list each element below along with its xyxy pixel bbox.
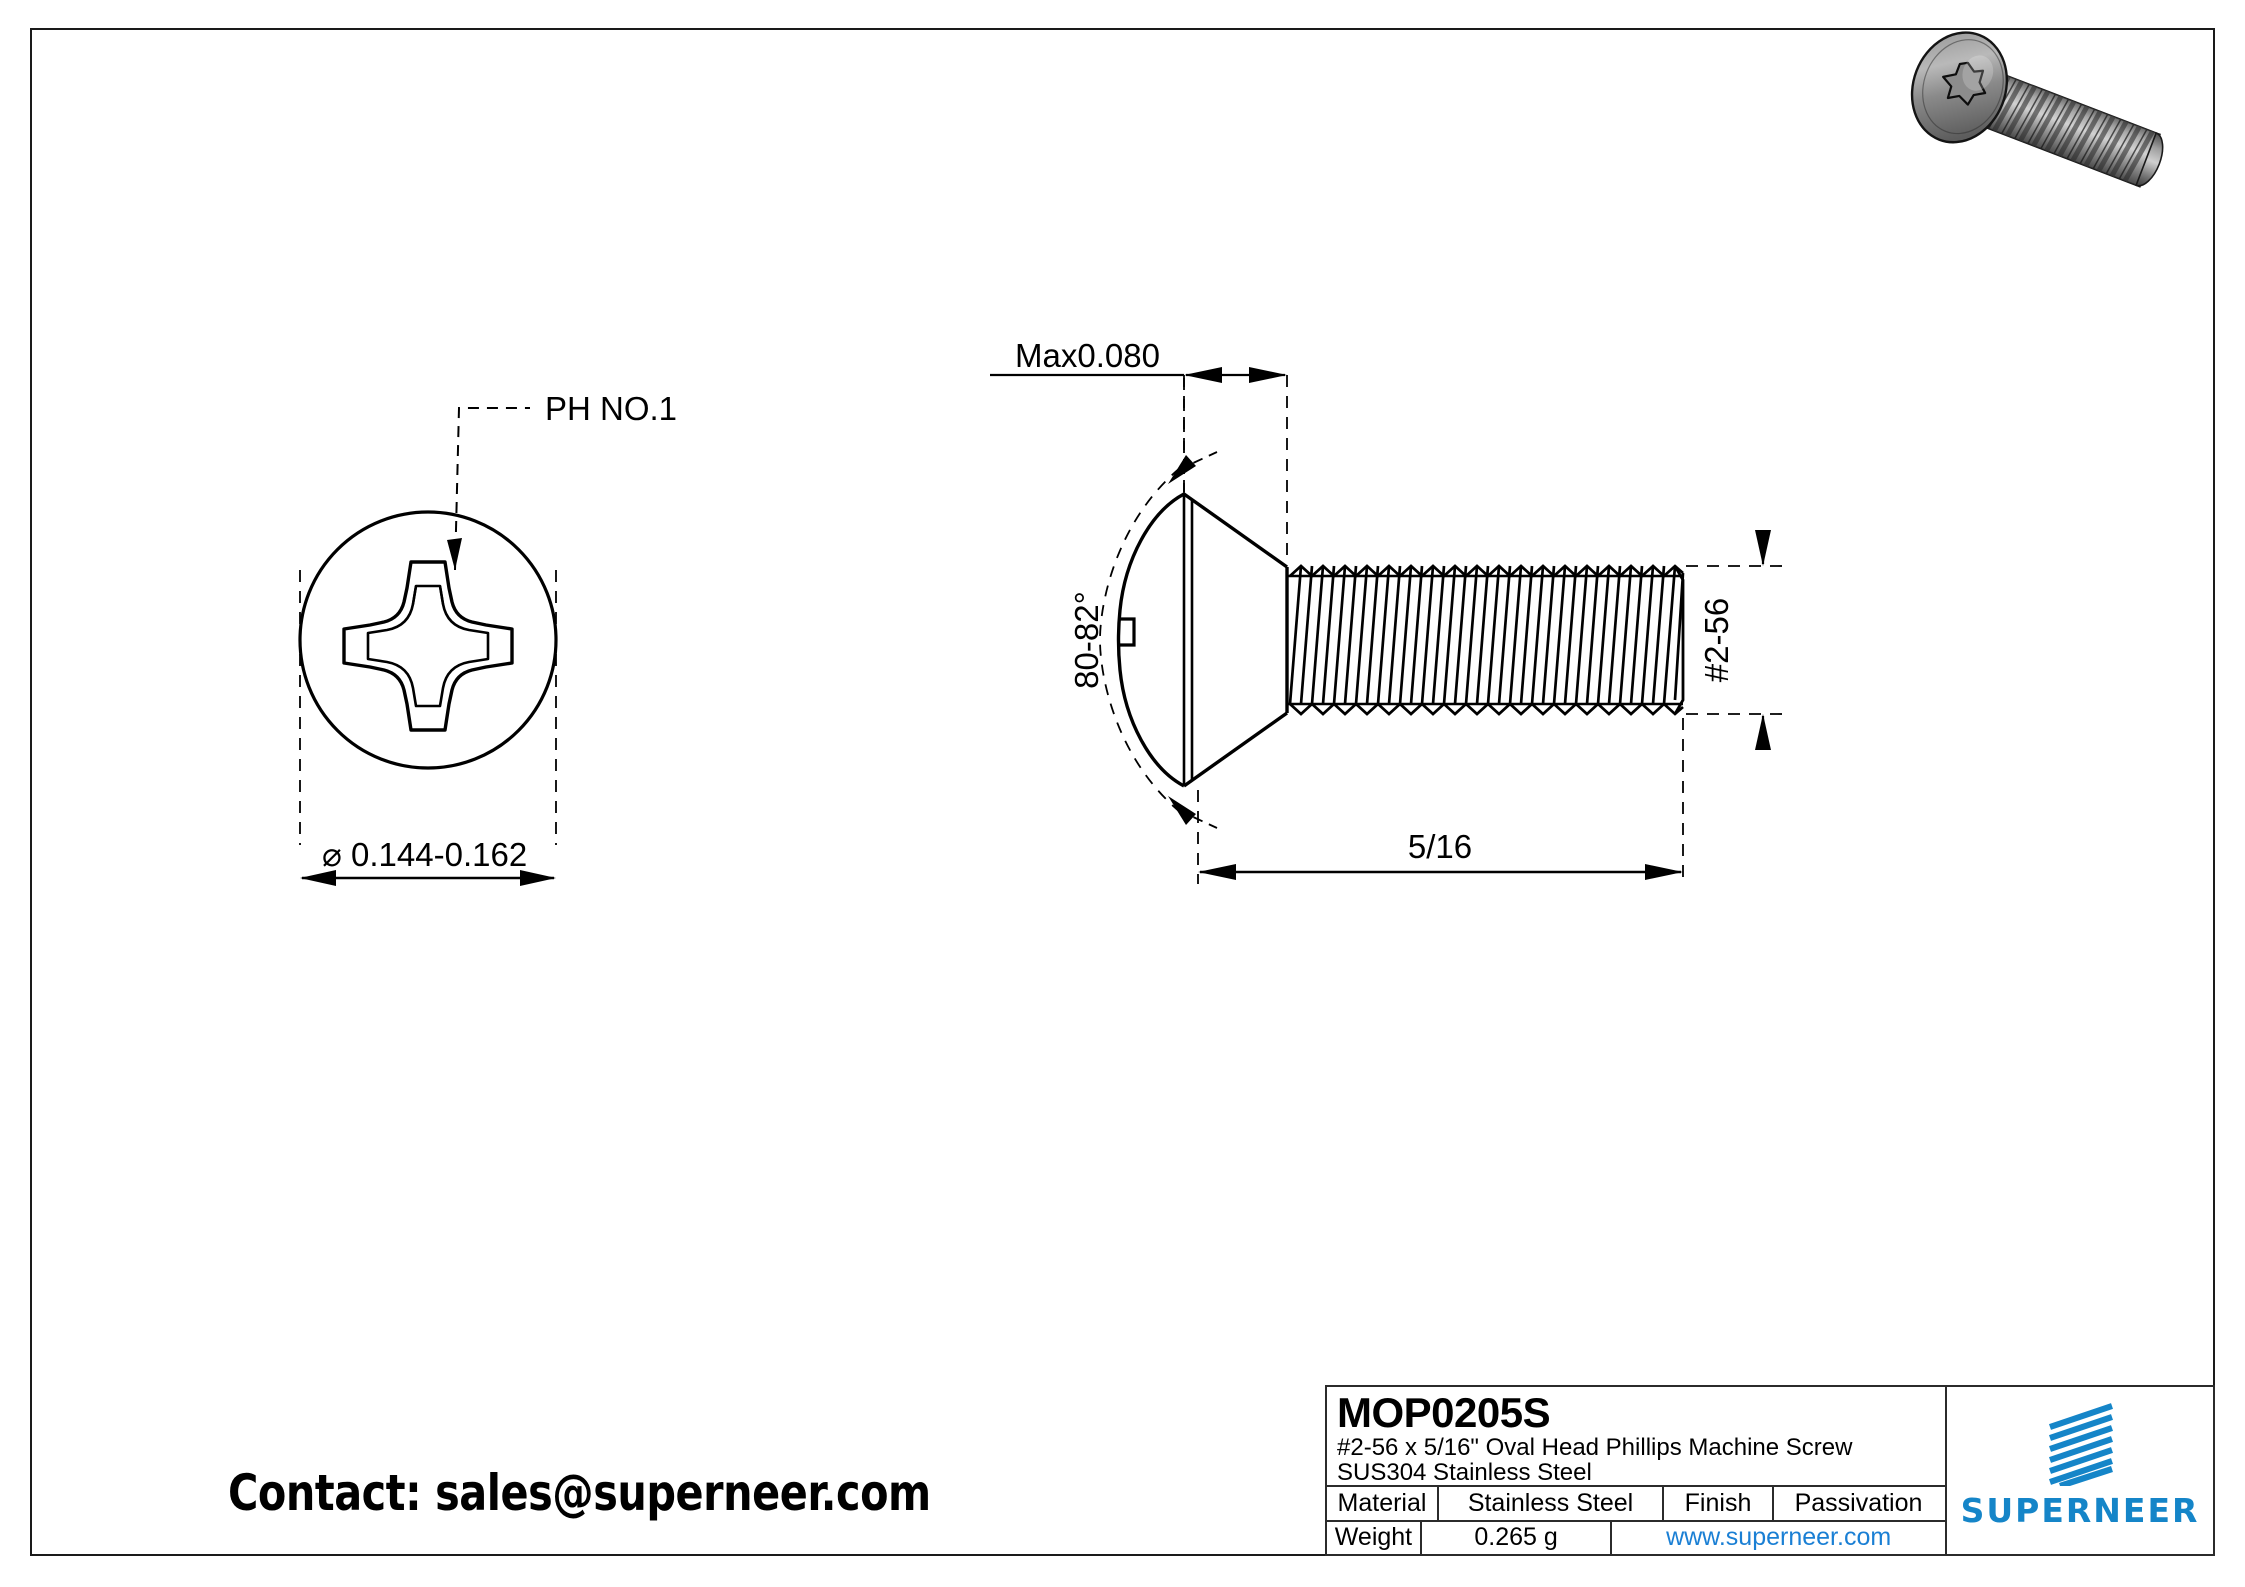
part-description-line-1: #2-56 x 5/16" Oval Head Phillips Machine… (1337, 1434, 1853, 1461)
drawing-frame-border (30, 28, 2215, 1556)
contact-text: Contact: sales@superneer.com (228, 1464, 931, 1522)
title-block: MOP0205S #2-56 x 5/16" Oval Head Phillip… (1325, 1385, 2215, 1556)
screw-3d-render (1910, 31, 2164, 188)
material-label: Material (1327, 1487, 1439, 1520)
material-value: Stainless Steel (1439, 1487, 1664, 1520)
superneer-logo-icon (2049, 1403, 2113, 1486)
website-link[interactable]: www.superneer.com (1666, 1523, 1892, 1552)
finish-label: Finish (1664, 1487, 1774, 1520)
brand-cell: SUPERNEER (1947, 1387, 2213, 1554)
part-info-cell: MOP0205S #2-56 x 5/16" Oval Head Phillip… (1327, 1387, 1945, 1487)
finish-value: Passivation (1794, 1488, 1923, 1517)
part-number: MOP0205S (1337, 1389, 1551, 1436)
brand-name: SUPERNEER (1960, 1491, 2200, 1530)
title-block-left: MOP0205S #2-56 x 5/16" Oval Head Phillip… (1327, 1387, 1947, 1554)
part-description-line-2: SUS304 Stainless Steel (1337, 1459, 1592, 1486)
weight-value: 0.265 g (1422, 1521, 1613, 1554)
material-row: Material Stainless Steel Finish Passivat… (1327, 1487, 1945, 1522)
weight-label: Weight (1327, 1521, 1422, 1554)
weight-row: Weight 0.265 g www.superneer.com (1327, 1521, 1945, 1554)
